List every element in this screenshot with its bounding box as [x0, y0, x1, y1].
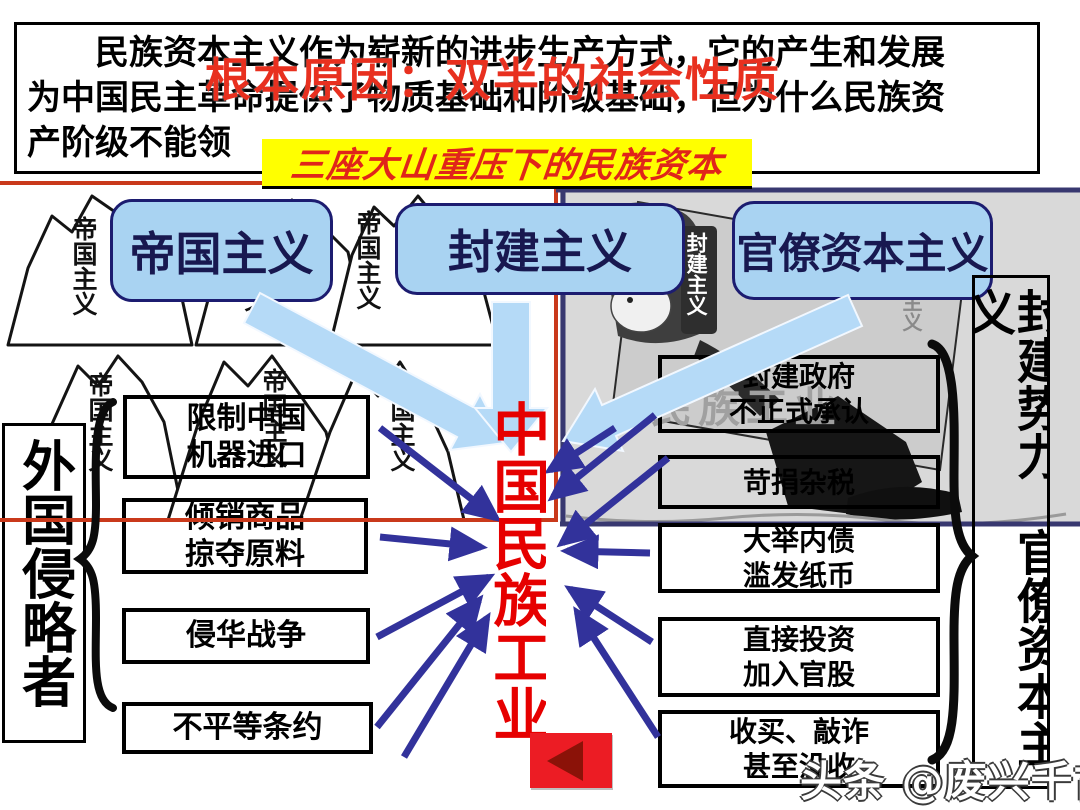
cause-line: 甚至没收 — [742, 750, 855, 783]
back-button[interactable] — [530, 733, 612, 788]
cause-line: 封建政府 — [742, 360, 855, 393]
right-cause-box-4: 直接投资 加入官股 — [658, 617, 940, 697]
mountain-label: 帝国主义 — [388, 372, 415, 472]
right-cause-box-1: 封建政府 不正式承认 — [658, 355, 940, 433]
right-cause-box-3: 大举内债 滥发纸币 — [658, 523, 940, 593]
left-cause-box-1: 限制中国 机器进口 — [123, 395, 370, 479]
mountain-label: 帝国主义 — [86, 372, 113, 472]
right-cause-box-2: 苛捐杂税 — [658, 455, 940, 509]
left-side-label-box: 外国侵略者 — [2, 423, 86, 743]
left-cause-box-2: 倾销商品 掠夺原料 — [122, 498, 368, 574]
pressure-box-bureaucrat-capitalism: 官僚资本主义 — [732, 201, 993, 300]
right-side-label: 封建势力 官僚资本主义 — [972, 288, 1050, 768]
cartoon-board-strip-label: 封建主义 — [684, 232, 709, 316]
left-cause-box-4: 不平等条约 — [122, 702, 373, 754]
cause-line: 不平等条约 — [172, 710, 323, 746]
intro-line-3: 产阶级不能领 — [27, 123, 231, 163]
cause-line: 机器进口 — [186, 438, 307, 473]
highlight-banner-text: 三座大山重压下的民族资本 — [288, 146, 725, 186]
intro-line-2: 为中国民主革命提供了物质基础和阶级基础，但为什么民族资 — [27, 78, 945, 118]
cause-line: 收买、敲诈 — [728, 715, 869, 748]
cause-line: 限制中国 — [186, 400, 307, 436]
intro-line-1: 民族资本主义作为崭新的进步生产方式，它的产生和发展 — [95, 33, 945, 73]
cause-line: 侵华战争 — [186, 618, 306, 654]
cause-line: 滥发纸币 — [742, 559, 855, 592]
mountain-label: 帝国主义 — [70, 216, 97, 316]
right-cause-box-5: 收买、敲诈 甚至没收 — [658, 710, 940, 788]
cause-line: 大举内债 — [742, 524, 855, 557]
highlight-banner: 三座大山重压下的民族资本 — [262, 139, 752, 189]
watermark: 头条 @废兴千古事 — [800, 757, 1080, 806]
cause-line: 掠夺原料 — [185, 537, 305, 572]
back-icon — [547, 741, 583, 781]
mountain-label: 帝国主义 — [354, 210, 381, 310]
right-side-label-box: 封建势力 官僚资本主义 — [972, 275, 1050, 789]
left-cause-box-3: 侵华战争 — [122, 608, 370, 664]
root-cause-overlay-title: 根本原因：双半的社会性质 — [205, 53, 781, 107]
cause-line: 直接投资 — [742, 623, 855, 656]
pressure-box-feudalism: 封建主义 — [395, 203, 685, 295]
left-side-label: 外国侵略者 — [12, 438, 76, 708]
cause-line: 加入官股 — [742, 658, 855, 691]
center-target-label: 中国民族工业 — [487, 400, 546, 742]
cause-line: 不正式承认 — [728, 395, 869, 428]
cause-line: 苛捐杂税 — [742, 465, 855, 499]
cause-line: 倾销商品 — [185, 499, 305, 535]
pressure-box-imperialism: 帝国主义 — [110, 199, 333, 302]
